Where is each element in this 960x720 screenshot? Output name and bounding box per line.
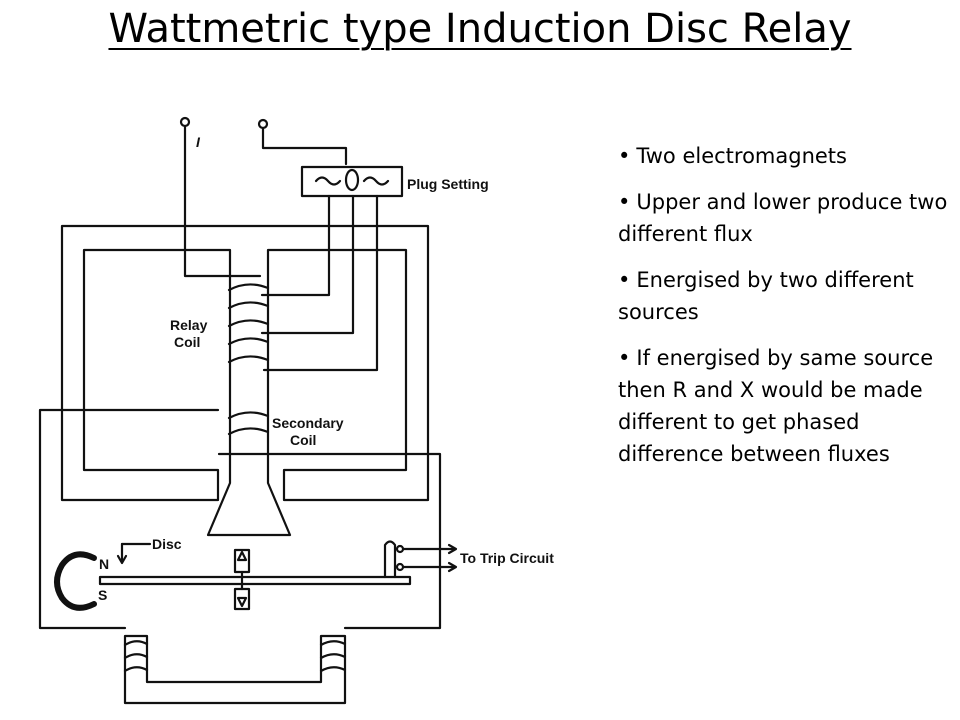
bullet-item: •Energised by two different sources xyxy=(618,264,948,328)
lower-coil-left-turns xyxy=(123,640,149,673)
relay-diagram: I Plug Setting Relay Coil Secondary Coil… xyxy=(38,116,554,705)
bullet-dot-icon: • xyxy=(618,190,631,214)
label-relay-coil-1: Relay xyxy=(170,317,208,333)
label-relay-coil-2: Coil xyxy=(174,334,200,350)
input-wire-left xyxy=(183,125,262,278)
label-secondary-coil-2: Coil xyxy=(290,432,316,448)
secondary-coil-turns xyxy=(227,411,270,436)
lower-coil-right-turns xyxy=(319,640,347,673)
bullet-dot-icon: • xyxy=(618,346,631,370)
label-disc: Disc xyxy=(152,536,182,552)
bullet-item: •Two electromagnets xyxy=(618,140,948,172)
label-south-pole: S xyxy=(98,587,107,603)
spindle xyxy=(233,548,251,611)
input-wire-right xyxy=(261,126,348,166)
relay-coil-turns xyxy=(227,283,270,364)
bullet-text: Energised by two different sources xyxy=(618,268,914,324)
plug-setting-block xyxy=(300,165,404,198)
brake-magnet xyxy=(54,551,97,611)
bullet-dot-icon: • xyxy=(618,144,631,168)
upper-magnet-core xyxy=(60,224,430,537)
tap-wire-3 xyxy=(262,194,379,372)
bullet-text: Two electromagnets xyxy=(636,144,847,168)
trip-arrow-2 xyxy=(401,561,458,573)
disc xyxy=(98,575,412,586)
disc-pointer xyxy=(116,542,128,565)
moving-contact xyxy=(383,540,397,579)
label-trip-circuit: To Trip Circuit xyxy=(460,550,554,566)
bullet-list: •Two electromagnets •Upper and lower pro… xyxy=(618,140,948,484)
tap-wire-2 xyxy=(260,194,355,335)
tap-wire-1 xyxy=(260,194,331,297)
bullet-item: •Upper and lower produce two different f… xyxy=(618,186,948,250)
bullet-text: If energised by same source then R and X… xyxy=(618,346,934,466)
bullet-item: •If energised by same source then R and … xyxy=(618,342,948,470)
label-secondary-coil-1: Secondary xyxy=(272,415,344,431)
lower-magnet-core xyxy=(123,634,347,705)
label-input-terminal: I xyxy=(196,134,201,150)
slide-title: Wattmetric type Induction Disc Relay xyxy=(108,6,852,52)
secondary-circuit-wire xyxy=(38,408,442,630)
bullet-text: Upper and lower produce two different fl… xyxy=(618,190,948,246)
label-north-pole: N xyxy=(99,556,109,572)
trip-arrow-1 xyxy=(401,543,458,555)
input-terminal-right xyxy=(257,118,269,130)
input-terminal-left xyxy=(179,116,191,128)
bullet-dot-icon: • xyxy=(618,268,631,292)
label-plug-setting: Plug Setting xyxy=(407,176,489,192)
